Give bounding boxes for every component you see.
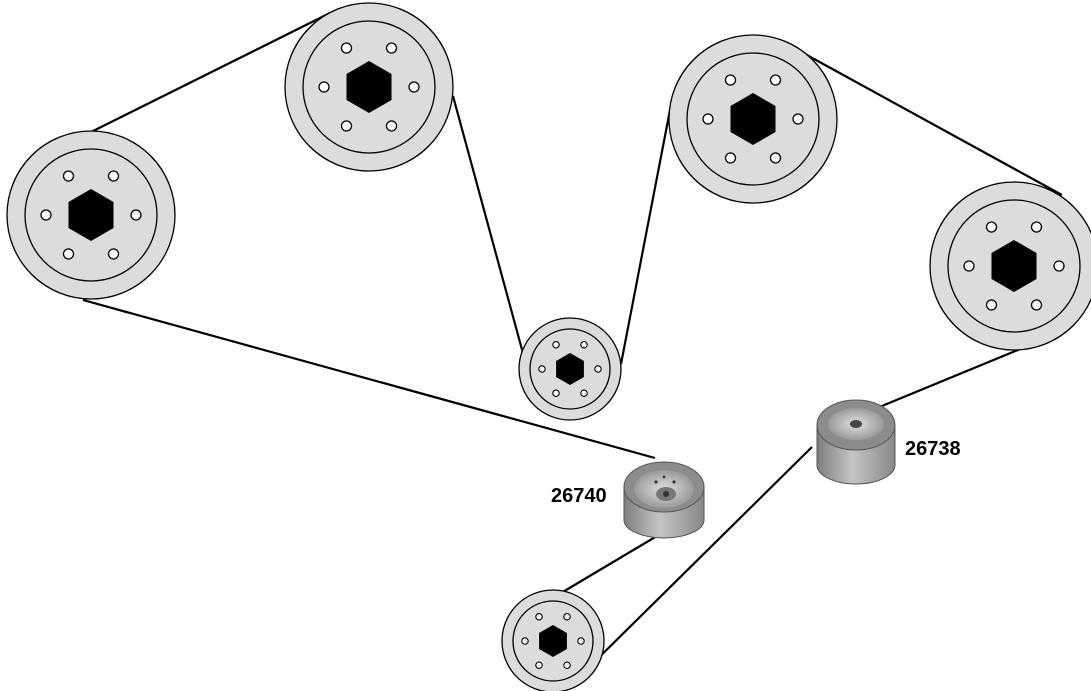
- hub-hexagon: [730, 93, 776, 145]
- hub-hexagon: [556, 353, 584, 385]
- tensioner-26738: [816, 399, 896, 485]
- part-number-label-26740: 26740: [551, 485, 607, 507]
- pulley-top-left: [284, 2, 454, 172]
- hub-hexagon: [346, 61, 392, 113]
- hub-hexagon: [68, 189, 114, 241]
- bolt-holes: [963, 221, 1065, 311]
- bolt-holes: [538, 341, 602, 397]
- belt-segment: [804, 53, 1063, 196]
- belt-segment: [570, 446, 813, 686]
- tensioner-26740: [623, 461, 705, 539]
- belt-segment: [451, 95, 529, 369]
- belt-segment: [619, 109, 672, 365]
- bolt-holes: [318, 42, 420, 132]
- hub-hexagon: [539, 625, 567, 657]
- bolt-holes: [702, 74, 804, 164]
- pulley-left: [6, 130, 176, 300]
- belt-segment: [74, 12, 331, 141]
- hub-hexagon: [991, 240, 1037, 292]
- pulley-right: [929, 181, 1091, 351]
- part-number-label-26738: 26738: [905, 438, 961, 460]
- belt-segment: [82, 298, 656, 460]
- pulley-center-small: [518, 317, 622, 421]
- pulley-bottom-small: [501, 589, 605, 691]
- bolt-holes: [521, 613, 585, 669]
- belt: [74, 12, 1063, 686]
- pulley-top-right: [668, 34, 838, 204]
- belt-segment: [876, 343, 1031, 410]
- bolt-holes: [40, 170, 142, 260]
